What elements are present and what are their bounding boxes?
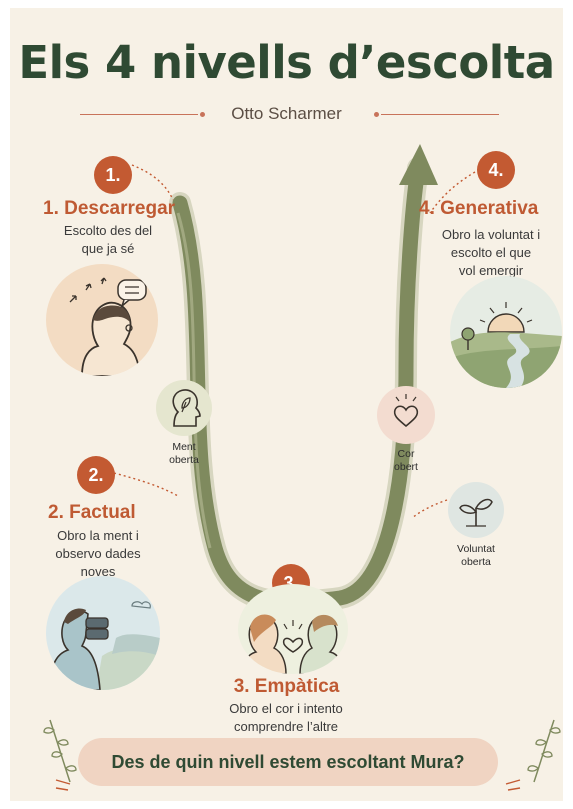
level-4-desc-line: vol emergir bbox=[458, 263, 524, 278]
level-2-desc-line: Obro la ment i bbox=[57, 528, 139, 543]
page-title: Els 4 nivells d’escolta bbox=[18, 36, 555, 89]
level-1-illustration bbox=[46, 264, 158, 376]
sunrise-landscape-icon bbox=[450, 302, 562, 388]
level-4-description: Obro la voluntat i escolto el que vol em… bbox=[426, 226, 556, 280]
level-2-title: 2. Factual bbox=[48, 502, 136, 523]
level-4-desc-line: Obro la voluntat i bbox=[441, 227, 541, 242]
level-1-description: Escolto des del que ja sé bbox=[43, 222, 173, 258]
open-heart-circle bbox=[377, 386, 435, 444]
level-3-desc-line: comprendre l’altre bbox=[233, 719, 339, 734]
head-speech-icon bbox=[69, 277, 147, 376]
right-accent-strokes bbox=[505, 779, 521, 791]
level-4-title: 4. Generativa bbox=[419, 198, 539, 219]
heart-icon bbox=[393, 394, 419, 428]
level-3-description: Obro el cor i intento comprendre l’altre bbox=[186, 700, 386, 736]
left-sprig-icon bbox=[43, 719, 77, 783]
connector-4 bbox=[429, 171, 476, 214]
level-2-illustration bbox=[46, 576, 160, 690]
level-1-desc-line: que ja sé bbox=[81, 241, 135, 256]
open-heart-label: Cor obert bbox=[376, 448, 436, 474]
level-1-badge: 1. bbox=[94, 156, 132, 194]
level-2-desc-line: observo dades bbox=[55, 546, 141, 561]
level-4-desc-line: escolto el que bbox=[450, 245, 532, 260]
u-curve-highlight bbox=[176, 212, 212, 549]
connector-2 bbox=[113, 472, 179, 497]
level-1-title: 1. Descarregar bbox=[43, 198, 176, 219]
head-leaf-icon bbox=[172, 389, 201, 427]
sprout-icon bbox=[459, 498, 493, 527]
level-1-desc-line: Escolto des del bbox=[63, 223, 153, 238]
open-heart-label-line: Cor bbox=[397, 448, 415, 460]
open-mind-circle bbox=[156, 380, 212, 436]
level-3-illustration bbox=[238, 584, 348, 674]
level-3-desc-line: Obro el cor i intento bbox=[229, 701, 343, 716]
open-will-label-line: Voluntat bbox=[457, 543, 495, 555]
empathy-faces-icon bbox=[243, 614, 343, 674]
open-mind-label-line: oberta bbox=[169, 454, 199, 466]
question-banner: Des de quin nivell estem escoltant Mura? bbox=[78, 738, 498, 786]
binoculars-person-icon bbox=[49, 601, 160, 690]
right-sprig-icon bbox=[527, 719, 561, 783]
arrow-head-icon bbox=[399, 144, 438, 185]
left-accent-strokes bbox=[55, 779, 71, 791]
open-mind-label-line: Ment bbox=[172, 441, 196, 453]
level-2-badge: 2. bbox=[77, 456, 115, 494]
level-4-badge: 4. bbox=[477, 151, 515, 189]
subtitle-dot-left bbox=[200, 112, 205, 117]
open-will-label-line: oberta bbox=[461, 556, 491, 568]
level-2-description: Obro la ment i observo dades noves bbox=[38, 527, 158, 581]
open-will-circle bbox=[448, 482, 504, 538]
open-heart-label-line: obert bbox=[394, 461, 418, 473]
open-will-label: Voluntat oberta bbox=[442, 543, 510, 569]
infographic-page: Els 4 nivells d’escolta Otto Scharmer 1.… bbox=[10, 8, 563, 801]
level-4-illustration bbox=[450, 276, 562, 388]
author-subtitle: Otto Scharmer bbox=[231, 104, 342, 123]
open-mind-label: Ment oberta bbox=[154, 441, 214, 467]
subtitle-rule-right bbox=[381, 114, 499, 115]
subtitle-dot-right bbox=[374, 112, 379, 117]
level-2-desc-line: noves bbox=[80, 564, 116, 579]
subtitle-rule-left bbox=[80, 114, 198, 115]
connector-will bbox=[411, 499, 448, 519]
level-3-title: 3. Empàtica bbox=[233, 676, 340, 697]
u-curve bbox=[172, 160, 426, 610]
connector-1 bbox=[131, 164, 174, 201]
